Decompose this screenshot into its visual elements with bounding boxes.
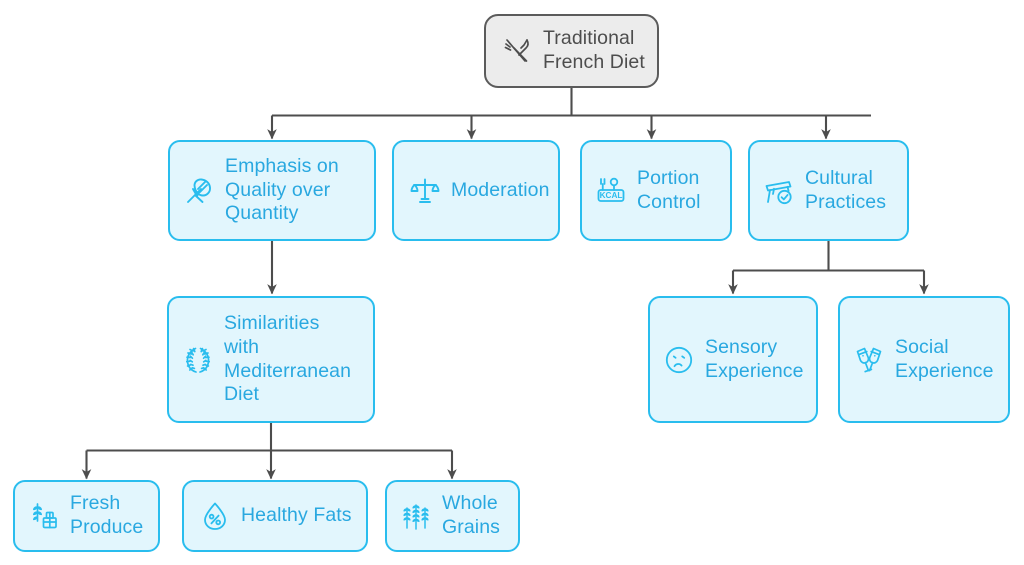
- node-portion-control[interactable]: KCAL Portion Control: [580, 140, 732, 241]
- node-sensory-experience[interactable]: Sensory Experience: [648, 296, 818, 423]
- node-label: Fresh Produce: [70, 492, 144, 538]
- node-label: Healthy Fats: [241, 504, 352, 527]
- node-label: Portion Control: [637, 166, 701, 213]
- wheat-crate-icon: [27, 499, 61, 533]
- svg-text:KCAL: KCAL: [600, 190, 623, 199]
- fork-knife-icon: [500, 34, 534, 68]
- laurel-wreath-icon: [181, 343, 215, 377]
- table-check-icon: [762, 174, 796, 208]
- node-label: Social Experience: [895, 335, 994, 382]
- balance-scale-icon: [408, 174, 442, 208]
- node-label: Similarities with Mediterranean Diet: [224, 311, 352, 406]
- node-label: Traditional French Diet: [543, 27, 645, 73]
- node-social-experience[interactable]: Social Experience: [838, 296, 1010, 423]
- node-whole-grains[interactable]: Whole Grains: [385, 480, 520, 552]
- cheers-glasses-icon: [852, 343, 886, 377]
- kcal-scale-icon: KCAL: [594, 174, 628, 208]
- droplet-percent-icon: [198, 499, 232, 533]
- node-fresh-produce[interactable]: Fresh Produce: [13, 480, 160, 552]
- node-moderation[interactable]: Moderation: [392, 140, 560, 241]
- node-traditional-french-diet[interactable]: Traditional French Diet: [484, 14, 659, 88]
- node-emphasis-on-quality-over-quantity[interactable]: Emphasis on Quality over Quantity: [168, 140, 376, 241]
- wheat-stalks-icon: [399, 499, 433, 533]
- node-label: Cultural Practices: [805, 166, 887, 213]
- node-label: Sensory Experience: [705, 335, 804, 382]
- face-icon: [662, 343, 696, 377]
- node-healthy-fats[interactable]: Healthy Fats: [182, 480, 368, 552]
- node-label: Moderation: [451, 178, 550, 201]
- node-cultural-practices[interactable]: Cultural Practices: [748, 140, 909, 241]
- node-label: Whole Grains: [442, 492, 501, 538]
- diploma-icon: [182, 174, 216, 208]
- node-label: Emphasis on Quality over Quantity: [225, 154, 339, 225]
- node-similarities-with-mediterranean-diet[interactable]: Similarities with Mediterranean Diet: [167, 296, 375, 423]
